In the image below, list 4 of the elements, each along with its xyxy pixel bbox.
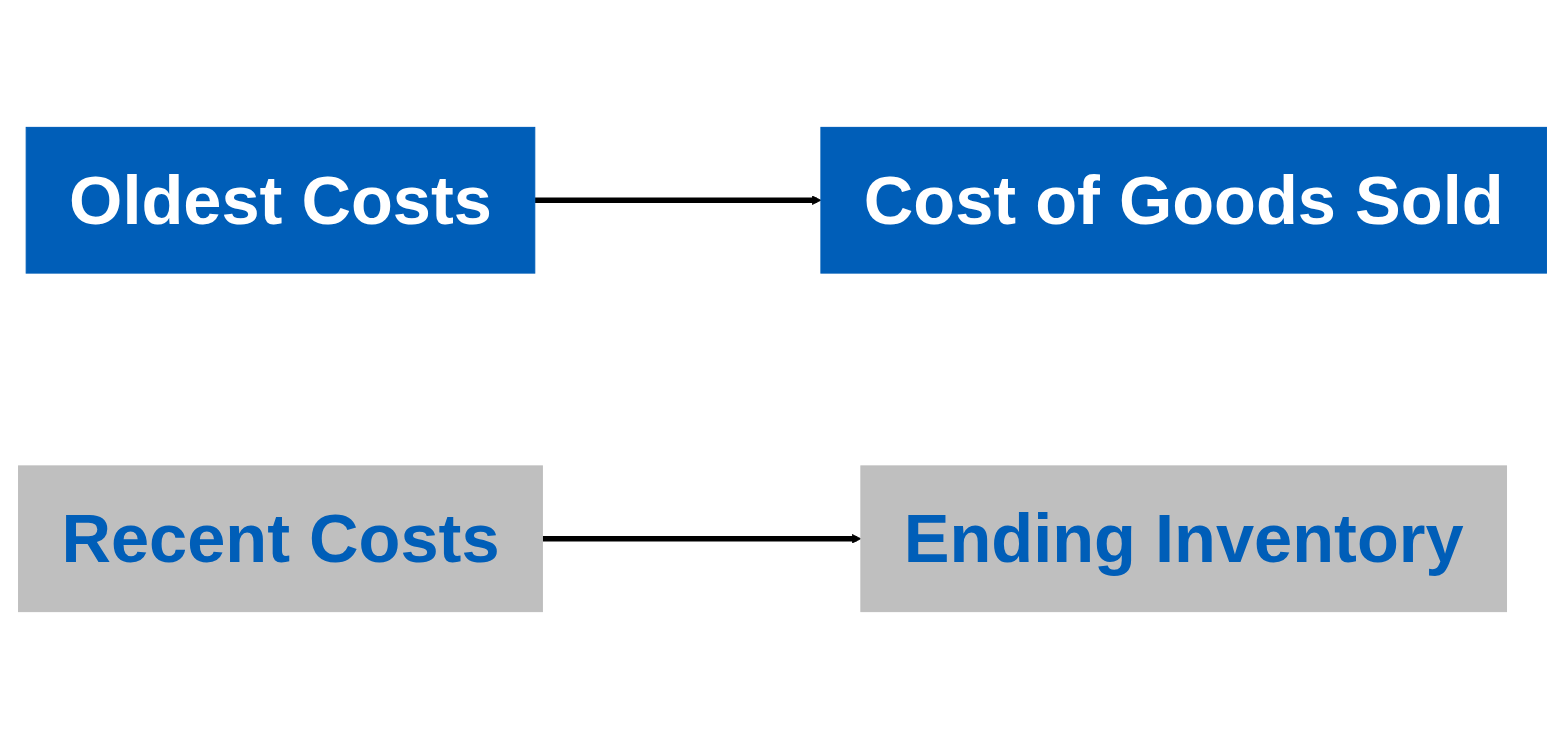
node-box [25,126,536,274]
node-box [860,465,1507,613]
node-box [18,465,543,613]
node-box [820,126,1547,274]
